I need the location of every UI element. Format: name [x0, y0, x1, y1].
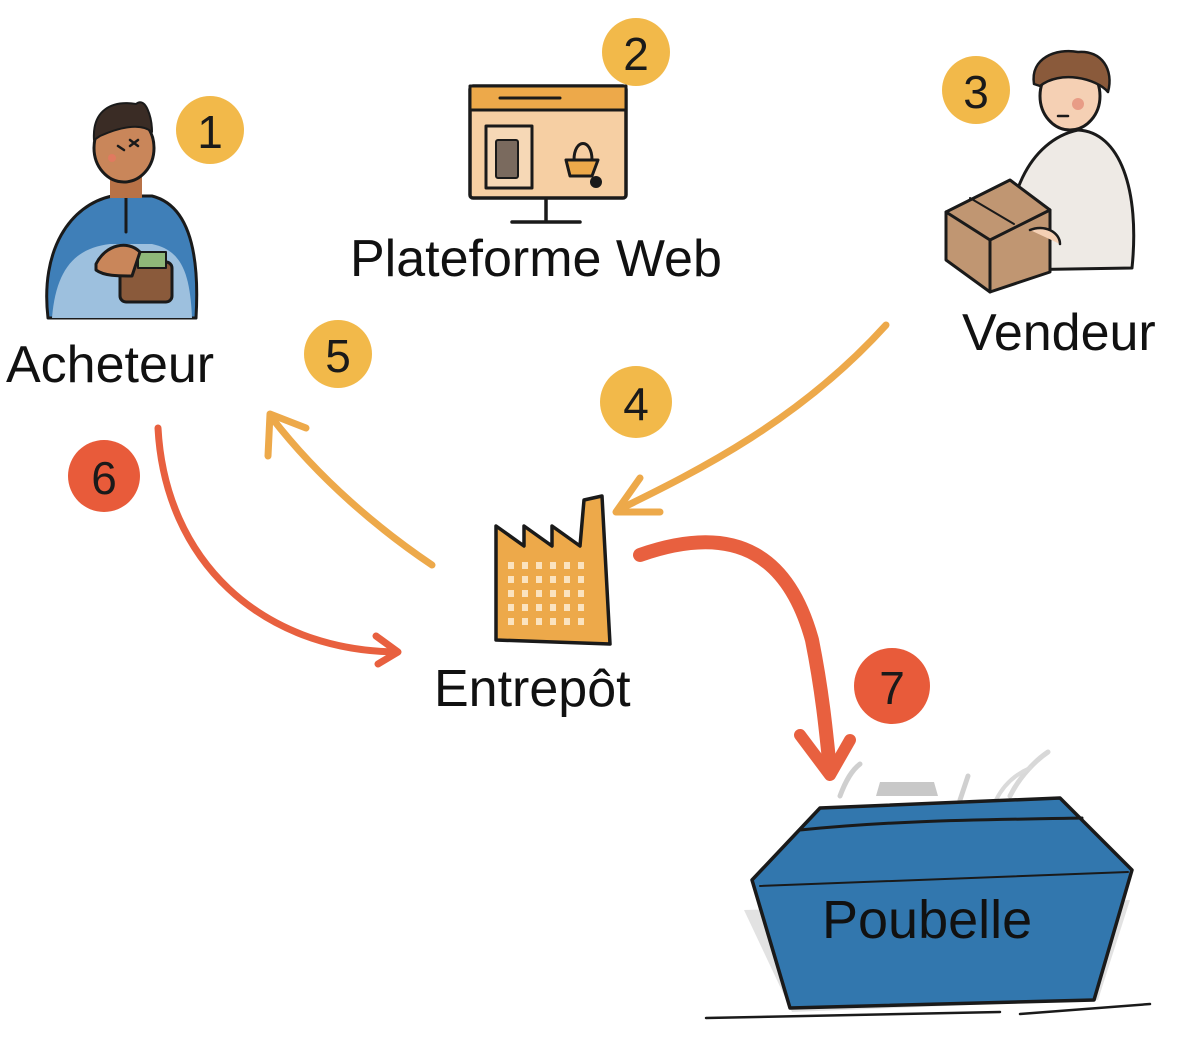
svg-text:4: 4: [623, 378, 649, 430]
svg-text:1: 1: [197, 106, 223, 158]
factory-window: [578, 604, 584, 611]
factory-window: [578, 618, 584, 625]
factory-window: [536, 562, 542, 569]
dumpster-icon: [704, 749, 1152, 1020]
factory-window: [536, 604, 542, 611]
svg-text:3: 3: [963, 66, 989, 118]
factory-window: [564, 590, 570, 597]
platform-label: Plateforme Web: [350, 230, 722, 288]
seller-box-icon: [944, 49, 1136, 294]
factory-window: [578, 590, 584, 597]
svg-text:5: 5: [325, 330, 351, 382]
seller-label: Vendeur: [962, 304, 1156, 362]
step-badge-7: 7: [854, 648, 930, 724]
arrow-4-head: [612, 474, 664, 516]
factory-window: [550, 618, 556, 625]
svg-text:2: 2: [623, 28, 649, 80]
factory-window: [564, 576, 570, 583]
factory-window: [508, 604, 514, 611]
svg-text:6: 6: [91, 452, 117, 504]
edge-seller-to-warehouse: [612, 321, 890, 516]
factory-window: [522, 618, 528, 625]
bin-label: Poubelle: [822, 890, 1032, 950]
arrow-5-head: [264, 410, 310, 460]
factory-window: [508, 576, 514, 583]
factory-window: [522, 576, 528, 583]
step-badge-2: 2: [602, 18, 670, 86]
arrow-7-line: [633, 535, 837, 777]
factory-window: [536, 590, 542, 597]
warehouse-label: Entrepôt: [434, 660, 631, 718]
factory-window: [522, 604, 528, 611]
factory-window: [550, 604, 556, 611]
buyer-wallet-icon: [45, 101, 199, 320]
factory-window: [536, 576, 542, 583]
arrow-4-line: [614, 321, 890, 514]
factory-window: [564, 562, 570, 569]
factory-window: [578, 576, 584, 583]
step-badge-6: 6: [68, 440, 140, 512]
monitor-shop-icon: [468, 84, 628, 224]
factory-window: [550, 576, 556, 583]
arrow-6-head: [372, 632, 402, 668]
factory-window: [550, 590, 556, 597]
arrow-5-line: [268, 414, 436, 569]
edge-warehouse-to-bin: [633, 535, 856, 781]
arrow-7-head: [794, 729, 856, 781]
svg-text:7: 7: [879, 662, 905, 714]
factory-window: [536, 618, 542, 625]
arrow-6-line: [154, 424, 400, 656]
factory-window: [578, 562, 584, 569]
step-badge-5: 5: [304, 320, 372, 388]
factory-window: [508, 618, 514, 625]
factory-window: [564, 604, 570, 611]
factory-window: [550, 562, 556, 569]
buyer-label: Acheteur: [6, 336, 214, 394]
factory-window: [508, 590, 514, 597]
factory-window: [522, 562, 528, 569]
edge-warehouse-to-buyer: [264, 410, 436, 569]
factory-icon: [494, 494, 612, 646]
factory-window: [508, 562, 514, 569]
step-badge-3: 3: [942, 56, 1010, 124]
factory-window: [522, 590, 528, 597]
step-badge-1: 1: [176, 96, 244, 164]
step-badge-4: 4: [600, 366, 672, 438]
edge-buyer-to-warehouse: [154, 424, 402, 668]
factory-window: [564, 618, 570, 625]
